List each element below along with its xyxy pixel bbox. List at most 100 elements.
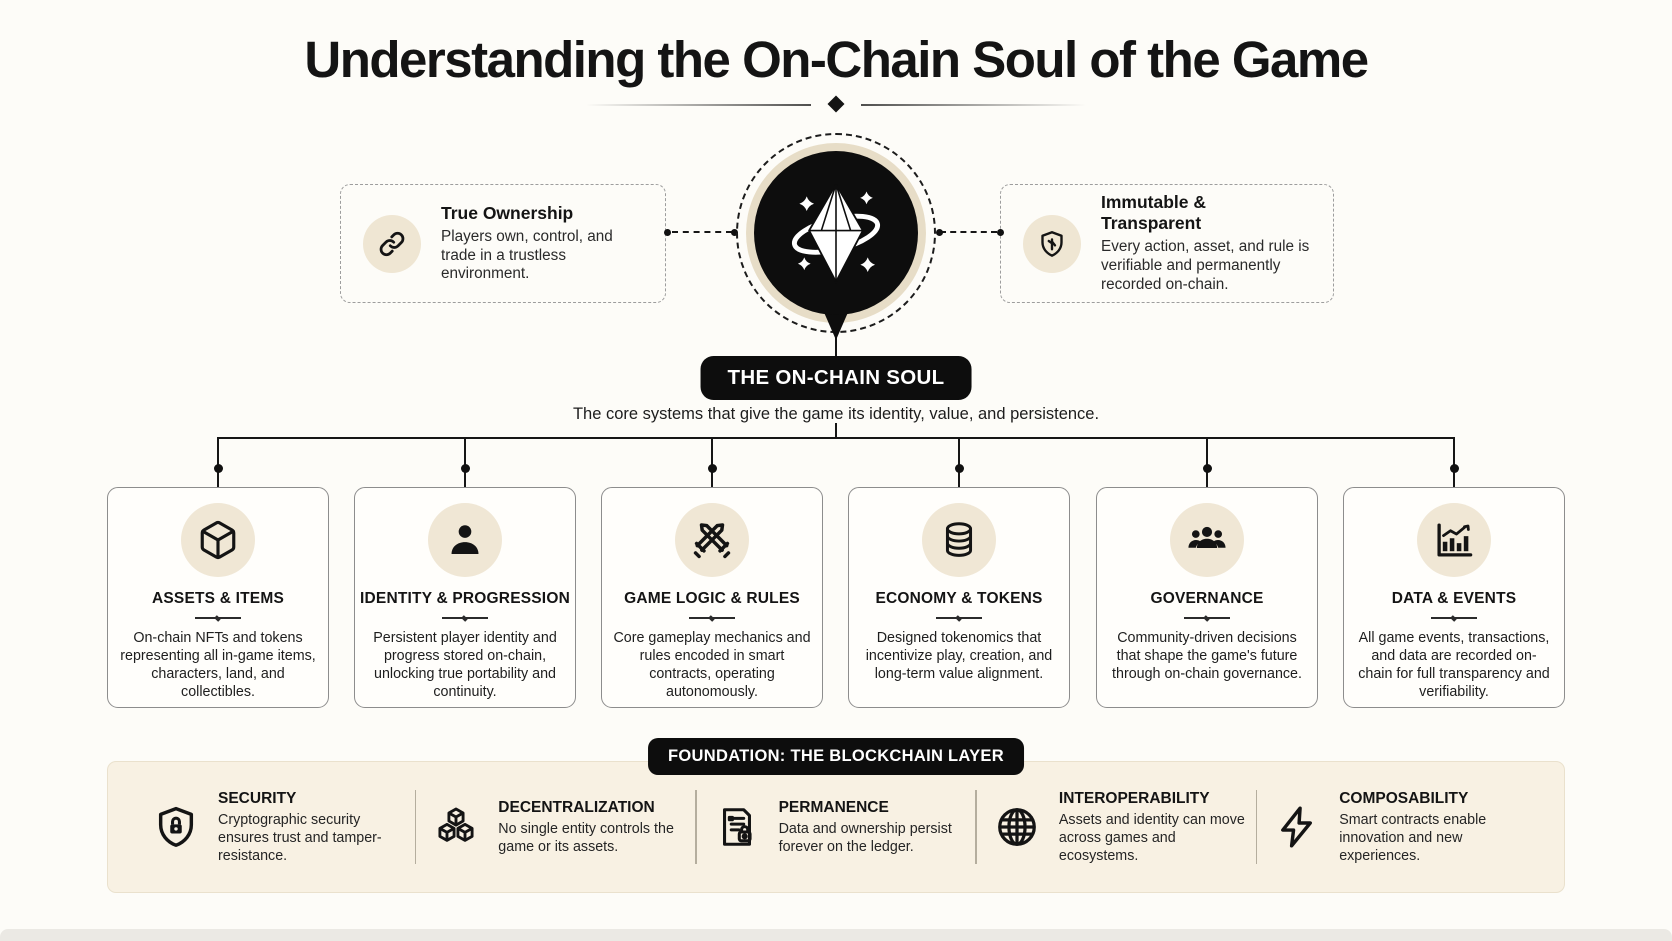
strip-text: INTEROPERABILITY Assets and identity can… <box>1059 790 1246 865</box>
tree-dot <box>707 464 717 473</box>
callout-text: True Ownership Players own, control, and… <box>441 203 643 285</box>
card-game-logic-rules: GAME LOGIC & RULES Core gameplay mechani… <box>601 487 823 708</box>
strip-title: INTEROPERABILITY <box>1058 789 1210 807</box>
card-governance: GOVERNANCE Community-driven decisions th… <box>1096 487 1318 708</box>
strip-text: COMPOSABILITY Smart contracts enable inn… <box>1339 790 1526 865</box>
hub-stem-line <box>835 332 837 358</box>
strip-title: COMPOSABILITY <box>1339 789 1469 807</box>
card-description: Community-driven decisions that shape th… <box>1112 630 1302 682</box>
cubes-icon <box>432 803 480 851</box>
tree-dot <box>954 464 964 473</box>
callout-description: Players own, control, and trade in a tru… <box>441 227 613 283</box>
tree-center-stub <box>835 423 837 437</box>
connector-dot <box>731 228 738 236</box>
strip-description: Data and ownership persist forever on th… <box>778 820 952 855</box>
connector-dot <box>936 228 943 236</box>
tree-stub <box>217 437 219 487</box>
tree-stub <box>1453 437 1455 487</box>
card-description: On-chain NFTs and tokens representing al… <box>120 630 316 700</box>
card-divider <box>689 617 735 619</box>
page-title: Understanding the On-Chain Soul of the G… <box>304 31 1369 88</box>
divider-line-left <box>586 104 811 106</box>
divider-diamond-icon <box>827 95 845 113</box>
title-divider <box>586 95 1086 113</box>
divider-line-right <box>861 104 1086 106</box>
ethereum-orbit-icon <box>754 151 918 315</box>
tree-stub <box>464 437 466 487</box>
foundation-item-composability: COMPOSABILITY Smart contracts enable inn… <box>1257 790 1536 865</box>
card-title: GOVERNANCE <box>1150 590 1264 607</box>
callout-text: Immutable & Transparent Every action, as… <box>1101 192 1311 295</box>
tree-dot <box>213 464 223 473</box>
person-icon <box>428 503 502 577</box>
tree-horizontal-line <box>218 437 1455 439</box>
card-divider <box>1184 617 1230 619</box>
card-identity-progression: IDENTITY & PROGRESSION Persistent player… <box>354 487 576 708</box>
strip-text: PERMANENCE Data and ownership persist fo… <box>779 799 966 856</box>
card-divider <box>195 617 241 619</box>
card-description: Persistent player identity and progress … <box>373 630 557 700</box>
strip-description: Cryptographic security ensures trust and… <box>218 811 382 864</box>
foundation-item-security: SECURITY Cryptographic security ensures … <box>136 790 415 865</box>
page-subtitle: The core systems that give the game its … <box>572 405 1100 423</box>
strip-divider <box>975 790 977 864</box>
card-data-events: DATA & EVENTS All game events, transacti… <box>1343 487 1565 708</box>
connector-dot <box>997 228 1004 236</box>
globe-icon <box>993 803 1041 851</box>
strip-divider <box>695 790 697 864</box>
cube-icon <box>181 503 255 577</box>
foundation-strip: SECURITY Cryptographic security ensures … <box>107 761 1565 893</box>
card-economy-tokens: ECONOMY & TOKENS Designed tokenomics tha… <box>848 487 1070 708</box>
tree-dot <box>460 464 470 473</box>
card-assets-items: ASSETS & ITEMS On-chain NFTs and tokens … <box>107 487 329 708</box>
crossed-swords-icon <box>675 503 749 577</box>
bottom-band <box>0 929 1672 941</box>
callout-true-ownership: True Ownership Players own, control, and… <box>340 184 666 303</box>
bar-chart-icon <box>1417 503 1491 577</box>
on-chain-soul-pill: THE ON-CHAIN SOUL <box>700 356 972 400</box>
callout-immutable-transparent: Immutable & Transparent Every action, as… <box>1000 184 1334 303</box>
foundation-item-permanence: PERMANENCE Data and ownership persist fo… <box>697 799 976 856</box>
people-group-icon <box>1170 503 1244 577</box>
strip-title: DECENTRALIZATION <box>498 798 655 816</box>
tree-stub <box>711 437 713 487</box>
foundation-item-interoperability: INTEROPERABILITY Assets and identity can… <box>977 790 1256 865</box>
card-title: IDENTITY & PROGRESSION <box>360 590 570 607</box>
card-title: DATA & EVENTS <box>1391 590 1517 607</box>
foundation-pill: FOUNDATION: THE BLOCKCHAIN LAYER <box>648 738 1024 775</box>
card-description: Core gameplay mechanics and rules encode… <box>613 630 811 700</box>
connector-dot <box>664 228 671 236</box>
strip-description: Assets and identity can move across game… <box>1058 811 1245 864</box>
card-title: GAME LOGIC & RULES <box>624 590 800 607</box>
coins-icon <box>922 503 996 577</box>
strip-title: PERMANENCE <box>778 798 889 816</box>
document-lock-icon <box>713 803 761 851</box>
card-divider <box>936 617 982 619</box>
callout-title: True Ownership <box>441 202 574 223</box>
callout-description: Every action, asset, and rule is verifia… <box>1101 238 1310 293</box>
callout-title: Immutable & Transparent <box>1101 192 1207 234</box>
shield-check-icon <box>1023 214 1081 273</box>
hub-pointer-tail <box>823 310 849 340</box>
shield-lock-icon <box>152 803 200 851</box>
tree-dot <box>1202 464 1212 473</box>
card-divider <box>1431 617 1477 619</box>
chain-link-icon <box>363 214 421 273</box>
connector-left <box>672 231 732 233</box>
strip-text: SECURITY Cryptographic security ensures … <box>218 790 405 865</box>
strip-text: DECENTRALIZATION No single entity contro… <box>498 799 685 856</box>
strip-description: Smart contracts enable innovation and ne… <box>1339 811 1487 864</box>
strip-divider <box>1255 790 1258 864</box>
tree-stub <box>1206 437 1208 487</box>
card-description: All game events, transactions, and data … <box>1358 630 1550 700</box>
strip-divider <box>414 790 417 864</box>
tree-stub <box>958 437 960 487</box>
lightning-icon <box>1273 803 1321 851</box>
connector-right <box>940 231 997 233</box>
card-divider <box>442 617 488 619</box>
foundation-item-decentralization: DECENTRALIZATION No single entity contro… <box>416 799 695 856</box>
card-title: ASSETS & ITEMS <box>152 590 284 607</box>
card-title: ECONOMY & TOKENS <box>875 590 1043 607</box>
strip-description: No single entity controls the game or it… <box>498 820 674 855</box>
